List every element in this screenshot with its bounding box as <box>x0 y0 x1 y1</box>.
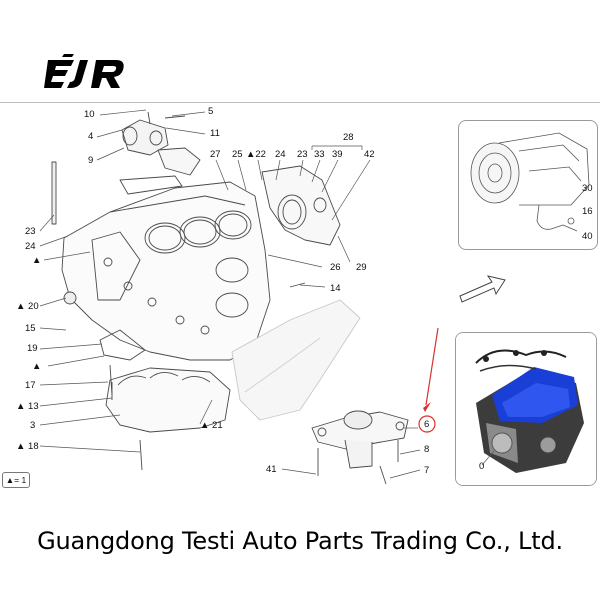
callout-28: 28 <box>343 132 354 143</box>
callout-41: 41 <box>266 464 277 475</box>
callout-8: 8 <box>424 444 430 455</box>
callout-0: 0 <box>479 461 485 472</box>
company-name: Guangdong Testi Auto Parts Trading Co., … <box>37 527 563 555</box>
transmission-inset <box>458 120 598 250</box>
callout-14: 14 <box>330 283 341 294</box>
header-divider <box>0 102 600 103</box>
transmission-illustration <box>470 132 590 232</box>
callout-39: 39 <box>332 149 343 160</box>
callout-10: 10 <box>84 109 95 120</box>
callout-19: 19 <box>27 343 38 354</box>
callout-9: 9 <box>88 155 94 166</box>
callout-11: 11 <box>210 128 220 139</box>
callout-triangle-2: ▲ <box>32 361 42 372</box>
callout-13: ▲ 13 <box>16 401 39 412</box>
callout-6: 6 <box>424 419 430 430</box>
callout-7: 7 <box>424 465 430 476</box>
callout-40: 40 <box>582 231 593 242</box>
callout-21: ▲ 21 <box>200 420 223 431</box>
engine-illustration <box>456 333 596 485</box>
callout-25: 25 <box>232 149 243 160</box>
callout-20: ▲ 20 <box>16 301 39 312</box>
callout-24-top: 24 <box>275 149 286 160</box>
callout-4: 4 <box>88 131 94 142</box>
callout-15: 15 <box>25 323 36 334</box>
callout-33: 33 <box>314 149 325 160</box>
legend-box: ▲= 1 <box>2 472 30 488</box>
callout-5: 5 <box>208 106 214 117</box>
callout-23-top: 23 <box>297 149 308 160</box>
callout-triangle-1: ▲ <box>32 255 42 266</box>
callout-16: 16 <box>582 206 593 217</box>
callout-42: 42 <box>364 149 375 160</box>
engine-photo-inset <box>455 332 597 486</box>
callout-24-left: 24 <box>25 241 36 252</box>
callout-26: 26 <box>330 262 341 273</box>
callout-3: 3 <box>30 420 36 431</box>
callout-22: ▲22 <box>246 149 266 160</box>
brand-logo <box>44 54 124 88</box>
callout-30: 30 <box>582 183 593 194</box>
callout-23-left: 23 <box>25 226 36 237</box>
callout-27: 27 <box>210 149 221 160</box>
callout-18: ▲ 18 <box>16 441 39 452</box>
callout-17: 17 <box>25 380 36 391</box>
callout-29: 29 <box>356 262 367 273</box>
